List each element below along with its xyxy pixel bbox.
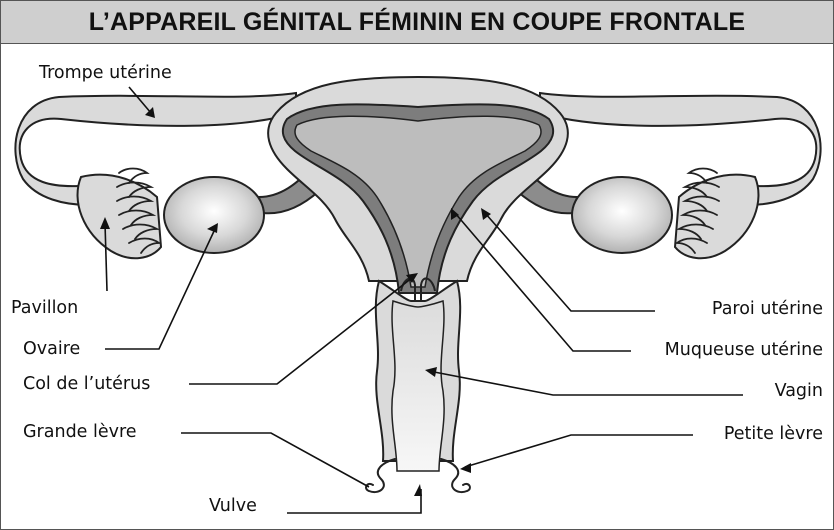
label-vagin: Vagin <box>775 381 823 401</box>
label-grande-levre: Grande lèvre <box>23 422 137 442</box>
label-petite-levre: Petite lèvre <box>724 424 823 444</box>
label-paroi-uterine: Paroi utérine <box>712 299 823 319</box>
label-pavillon: Pavillon <box>11 298 78 318</box>
right-ovary <box>572 177 672 253</box>
label-trompe-uterine: Trompe utérine <box>39 63 172 83</box>
label-vulve: Vulve <box>209 496 257 516</box>
left-fallopian-tube <box>15 93 296 205</box>
label-muqueuse-uterine: Muqueuse utérine <box>665 340 823 360</box>
left-ovary <box>164 177 264 253</box>
vagina-canal <box>392 301 444 471</box>
right-fallopian-tube <box>540 93 821 205</box>
label-col-uterus: Col de l’utérus <box>23 374 150 394</box>
label-ovaire: Ovaire <box>23 339 80 359</box>
